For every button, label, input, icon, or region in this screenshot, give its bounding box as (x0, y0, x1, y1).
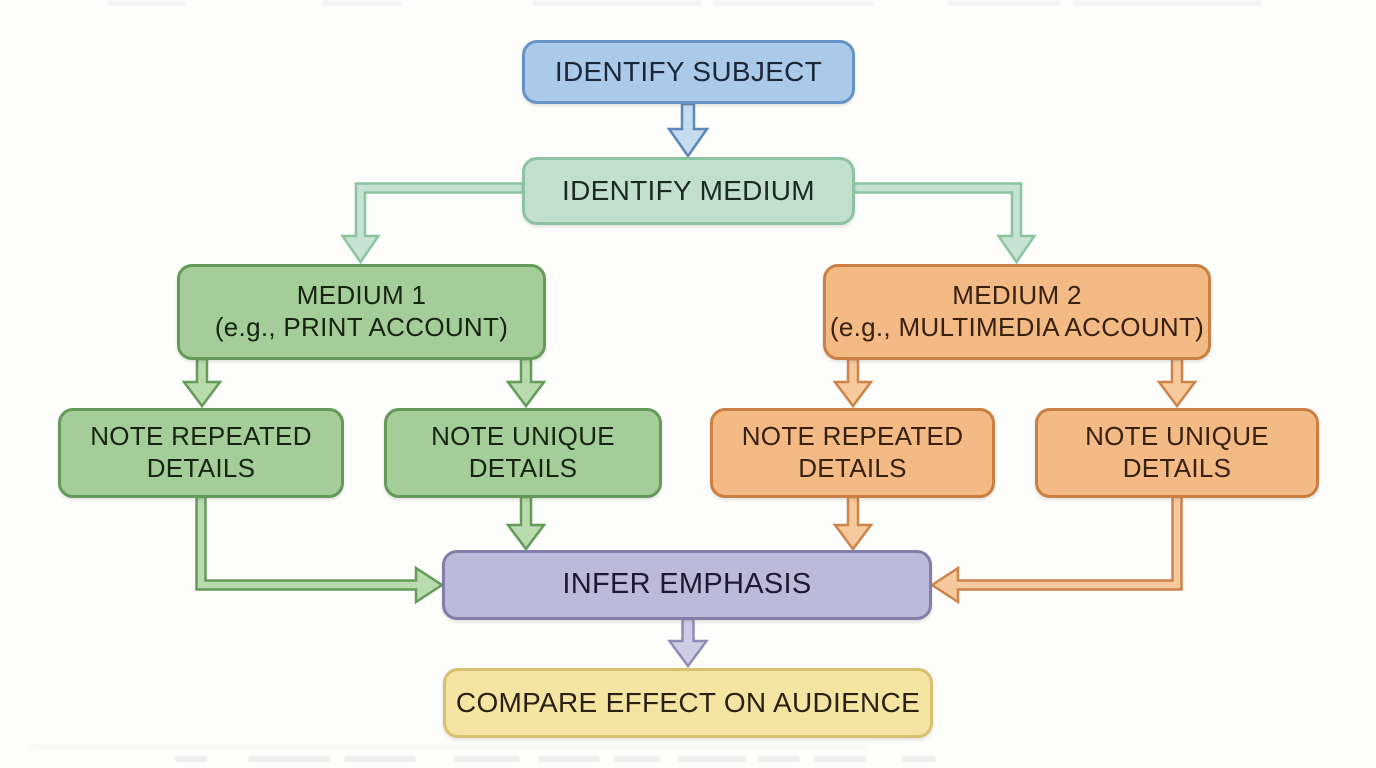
node-label: COMPARE EFFECT ON AUDIENCE (455, 686, 921, 718)
arrow-medium1-to-unique (505, 357, 547, 409)
arrow-infer-to-compare (667, 617, 709, 669)
node-note-unique-medium2: NOTE UNIQUE DETAILS (1035, 408, 1319, 498)
node-infer-emphasis: INFER EMPHASIS (442, 550, 932, 620)
top-edge-artifact (1073, 0, 1261, 6)
node-label-line2: (e.g., MULTIMEDIA ACCOUNT) (829, 312, 1205, 342)
arrow-medium2-to-unique (1156, 357, 1198, 409)
bottom-edge-artifact (248, 756, 330, 762)
top-edge-artifact (533, 0, 701, 6)
node-identify-subject: IDENTIFY SUBJECT (522, 40, 855, 104)
bottom-edge-artifact (678, 756, 746, 762)
node-medium-2: MEDIUM 2 (e.g., MULTIMEDIA ACCOUNT) (823, 264, 1211, 360)
node-label-line2: (e.g., PRINT ACCOUNT) (214, 312, 509, 342)
node-note-repeated-medium2: NOTE REPEATED DETAILS (710, 408, 995, 498)
node-note-repeated-medium1: NOTE REPEATED DETAILS (58, 408, 344, 498)
arrow-medium2-to-repeated (832, 357, 874, 409)
arrow-medium-to-medium2 (852, 182, 1037, 265)
node-label-line1: MEDIUM 2 (952, 280, 1082, 311)
arrow-medium1-to-repeated (181, 357, 223, 409)
node-compare-effect: COMPARE EFFECT ON AUDIENCE (443, 668, 933, 738)
bottom-edge-artifact (614, 756, 660, 762)
node-label: NOTE UNIQUE DETAILS (431, 421, 615, 483)
node-label: NOTE REPEATED DETAILS (741, 421, 964, 483)
node-label: INFER EMPHASIS (562, 568, 812, 601)
bottom-edge-artifact (30, 744, 870, 750)
node-identify-medium: IDENTIFY MEDIUM (522, 157, 855, 225)
node-label: NOTE REPEATED DETAILS (90, 421, 312, 483)
bottom-edge-artifact (454, 756, 520, 762)
bottom-edge-artifact (175, 756, 207, 762)
arrow-unique-green-to-infer (505, 495, 547, 552)
node-label: NOTE UNIQUE DETAILS (1085, 421, 1269, 483)
bottom-edge-artifact (758, 756, 800, 762)
top-edge-artifact (322, 0, 402, 6)
top-edge-artifact (712, 0, 874, 6)
arrow-medium-to-medium1 (340, 182, 525, 265)
top-edge-artifact (948, 0, 1060, 6)
arrow-subject-to-medium (666, 102, 710, 159)
bottom-edge-artifact (814, 756, 866, 762)
arrow-repeated-green-to-infer (195, 495, 445, 605)
node-label: IDENTIFY SUBJECT (554, 55, 823, 87)
node-label: IDENTIFY MEDIUM (562, 174, 815, 206)
arrow-unique-orange-to-infer (929, 495, 1183, 605)
node-medium-1: MEDIUM 1 (e.g., PRINT ACCOUNT) (177, 264, 546, 360)
bottom-edge-artifact (344, 756, 416, 762)
node-label-line1: MEDIUM 1 (296, 280, 427, 311)
arrow-repeated-orange-to-infer (832, 495, 874, 552)
bottom-edge-artifact (538, 756, 600, 762)
top-edge-artifact (108, 0, 186, 6)
bottom-edge-artifact (902, 756, 936, 762)
node-note-unique-medium1: NOTE UNIQUE DETAILS (384, 408, 662, 498)
